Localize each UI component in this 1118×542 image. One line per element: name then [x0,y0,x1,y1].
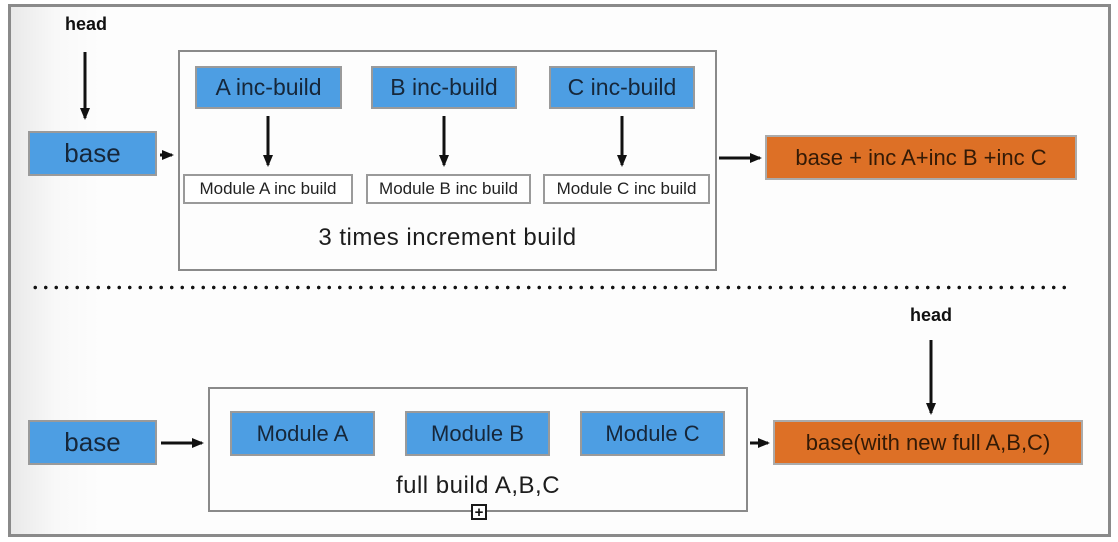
module-c-inc-build-box: Module C inc build [543,174,710,204]
dotted-separator [33,285,1067,290]
bottom-base-box: base [28,420,157,465]
a-inc-build-box: A inc-build [195,66,342,109]
bottom-result-box: base(with new full A,B,C) [773,420,1083,465]
full-build-caption: full build A,B,C [395,472,561,499]
module-b-box: Module B [405,411,550,456]
module-a-box: Module A [230,411,375,456]
top-base-box: base [28,131,157,176]
module-c-box: Module C [580,411,725,456]
bottom-head-label: head [909,305,952,325]
module-a-inc-build-box: Module A inc build [183,174,353,204]
module-b-inc-build-box: Module B inc build [366,174,531,204]
top-result-box: base + inc A+inc B +inc C [765,135,1077,180]
increment-build-container [178,50,717,271]
expand-handle-icon[interactable]: + [471,504,487,520]
top-head-label: head [64,14,107,34]
c-inc-build-box: C inc-build [549,66,695,109]
b-inc-build-box: B inc-build [371,66,517,109]
increment-build-caption: 3 times increment build [318,224,577,251]
